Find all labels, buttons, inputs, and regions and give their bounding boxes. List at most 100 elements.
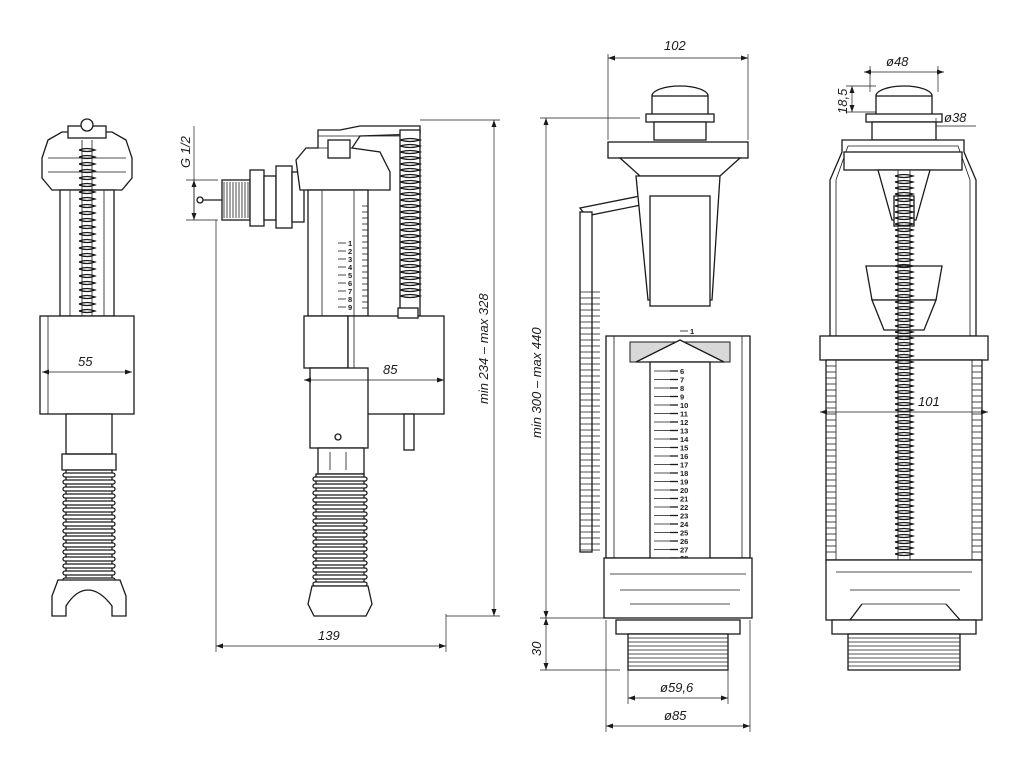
hose-rib [62, 542, 116, 548]
inlet-valve-front-view: 55 [39, 118, 135, 617]
hose-rib [62, 472, 116, 478]
scale-label: 10 [680, 401, 688, 410]
spring-coil [399, 281, 423, 287]
spring-coil [894, 179, 916, 185]
drain-valve-section-view: ø48 18,5 ø38 101 [819, 54, 989, 671]
scale-label: 17 [680, 461, 688, 470]
spring-coil [894, 233, 916, 239]
scale-label: 8 [680, 384, 684, 393]
hose-rib [62, 528, 116, 534]
spring-coil [894, 413, 916, 419]
spring-coil [894, 245, 916, 251]
spring-coil [894, 293, 916, 299]
hose-rib [312, 553, 368, 559]
scale-label: 11 [680, 410, 688, 419]
spring-coil [399, 167, 423, 173]
spring-coil [78, 245, 97, 251]
spring-coil [78, 189, 97, 195]
spring-coil [894, 491, 916, 497]
spring-coil [894, 485, 916, 491]
spring-coil [399, 161, 423, 167]
hose-rib [62, 486, 116, 492]
spring-coil [894, 449, 916, 455]
hose-rib [62, 479, 116, 485]
scale-label: 6 [680, 367, 684, 376]
spring-coil [894, 335, 916, 341]
spring-coil [894, 401, 916, 407]
spring-coil [399, 209, 423, 215]
scale-label: 16 [680, 452, 688, 461]
spring-coil [399, 233, 423, 239]
spring-coil [894, 203, 916, 209]
scale-label: 9 [680, 393, 684, 402]
scale-label: 4 [348, 263, 353, 272]
spring-coil [78, 266, 97, 272]
spring-coil [894, 215, 916, 221]
spring-coil [894, 395, 916, 401]
hose-rib [62, 563, 116, 569]
spring-coil [894, 551, 916, 557]
dim-total-width: 139 [318, 628, 340, 643]
spring-coil [894, 227, 916, 233]
spring-coil [399, 221, 423, 227]
spring-coil [894, 539, 916, 545]
spring-coil [894, 437, 916, 443]
scale-label: 27 [680, 546, 688, 555]
spring-coil [894, 221, 916, 227]
dim-cap-diameter: ø38 [944, 110, 967, 125]
spring-coil [894, 545, 916, 551]
hose-rib [312, 532, 368, 538]
spring-coil [894, 377, 916, 383]
spring-coil [894, 347, 916, 353]
scale-label: 24 [680, 520, 689, 529]
spring-coil [78, 147, 97, 153]
spring-coil [78, 210, 97, 216]
spring-coil [399, 215, 423, 221]
dim-body-width: 55 [78, 354, 93, 369]
hose-rib [312, 504, 368, 510]
spring-coil [894, 173, 916, 179]
spring-coil [78, 161, 97, 167]
spring-coil [399, 149, 423, 155]
spring-coil [399, 257, 423, 263]
spring-coil [78, 154, 97, 160]
spring-coil [894, 359, 916, 365]
scale-label: 2 [348, 247, 352, 256]
spring-coil [78, 280, 97, 286]
scale-label: 22 [680, 503, 688, 512]
scale-label: 14 [680, 435, 689, 444]
scale-label: 7 [680, 376, 684, 385]
spring-coil [894, 389, 916, 395]
spring-coil [894, 527, 916, 533]
spring-coil [894, 341, 916, 347]
scale-label: 21 [680, 495, 688, 504]
hose-rib [62, 549, 116, 555]
scale-label: 19 [680, 478, 688, 487]
spring-coil [894, 239, 916, 245]
spring-coil [894, 257, 916, 263]
spring-coil [894, 467, 916, 473]
scale-label: 8 [348, 295, 352, 304]
spring-coil [78, 224, 97, 230]
spring-coil [894, 281, 916, 287]
spring-coil [399, 239, 423, 245]
scale-label: 25 [680, 529, 688, 538]
spring-coil [894, 371, 916, 377]
spring-coil [399, 293, 423, 299]
dim-base-diameter: ø85 [664, 708, 687, 723]
dim-inlet-height: min 234 – max 328 [476, 293, 491, 404]
dim-thread: G 1/2 [178, 135, 193, 168]
spring-coil [894, 455, 916, 461]
hose-rib [312, 511, 368, 517]
spring-coil [894, 269, 916, 275]
spring-coil [399, 179, 423, 185]
hose-rib [62, 514, 116, 520]
spring-coil [894, 383, 916, 389]
hose-rib [312, 560, 368, 566]
dim-float-width: 85 [383, 362, 398, 377]
drain-valve-side-view: 6789101112131415161718192021222324252627… [529, 38, 753, 732]
spring-coil [399, 203, 423, 209]
hose-rib [62, 507, 116, 513]
